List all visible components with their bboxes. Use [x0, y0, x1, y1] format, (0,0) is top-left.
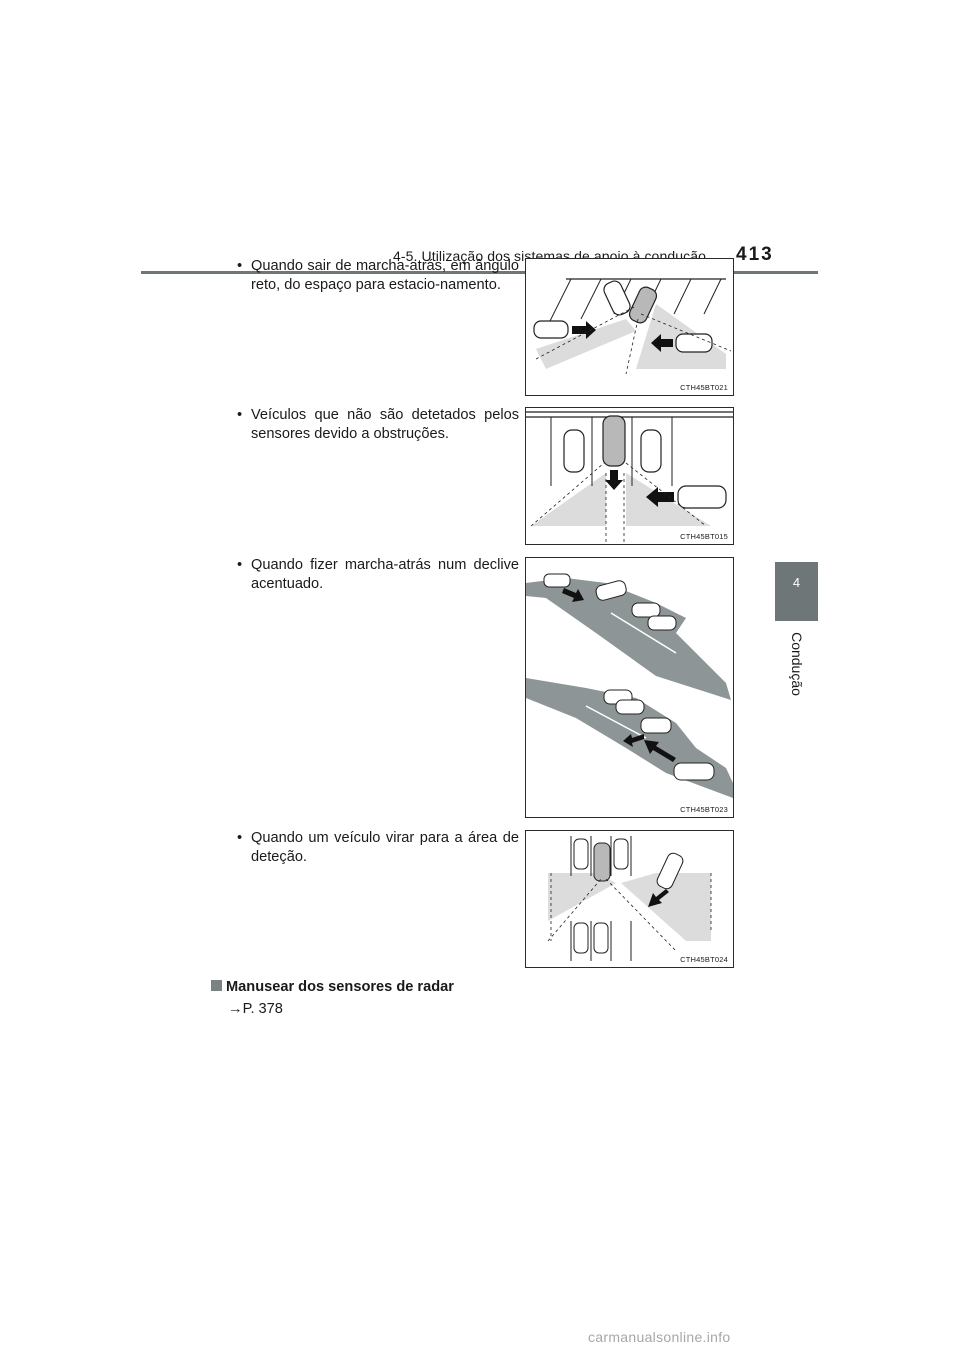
car-turning-icon — [656, 852, 684, 890]
bullet-text: Quando fizer marcha-atrás num declive ac… — [251, 557, 519, 592]
car-icon — [640, 717, 672, 734]
bullet-item: • Quando um veículo virar para a área de … — [237, 829, 519, 867]
car-reversing-icon — [628, 286, 658, 324]
figure-reversing-out-of-parking: CTH45BT021 — [525, 258, 734, 396]
car-parked-icon — [593, 922, 609, 954]
bullet-marker: • — [237, 258, 243, 274]
detection-zone-left — [531, 473, 606, 526]
car-icon — [673, 762, 715, 781]
arrow-icon — [644, 740, 676, 762]
detection-zone-left — [536, 319, 636, 369]
page-reference-link[interactable]: →P. 378 — [228, 1001, 283, 1017]
figure-code: CTH45BT023 — [680, 805, 728, 814]
detection-zone-right — [621, 873, 711, 941]
arrow-icon — [562, 588, 584, 602]
car-icon — [543, 573, 571, 588]
watermark: carmanualsonline.info — [588, 1329, 731, 1345]
header-rule — [141, 271, 818, 274]
parking-diagram — [533, 278, 732, 375]
bullet-text: Quando sair de marcha-atrás, em ângulo r… — [251, 258, 519, 293]
figure-code: CTH45BT024 — [680, 955, 728, 964]
bullet-item: • Quando sair de marcha-atrás, em ângulo … — [237, 257, 519, 295]
obstruction-diagram — [526, 411, 733, 544]
car-parked-icon — [613, 838, 629, 870]
chapter-tab[interactable] — [775, 562, 818, 621]
arrow-left-icon — [646, 487, 674, 507]
car-icon — [615, 699, 645, 715]
car-right-icon — [675, 333, 713, 353]
page-number: 413 — [736, 244, 774, 265]
car-icon — [647, 615, 677, 631]
figure-code: CTH45BT015 — [680, 532, 728, 541]
subsection-title: Manusear dos sensores de radar — [226, 979, 454, 995]
figure-vehicle-turning: CTH45BT024 — [525, 830, 734, 968]
car-icon — [631, 602, 661, 618]
figure-obstructed-sensors: CTH45BT015 — [525, 407, 734, 545]
arrow-left-icon — [651, 334, 673, 352]
arrow-right-icon — [572, 321, 596, 339]
chapter-number: 4 — [792, 575, 801, 590]
bullet-text: Veículos que não são detetados pelos sen… — [251, 407, 519, 442]
figure-steep-slope: CTH45BT023 — [525, 557, 734, 818]
car-reversing-icon — [602, 415, 626, 467]
car-approaching-icon — [677, 485, 727, 509]
upper-road — [526, 578, 731, 700]
figure-code: CTH45BT021 — [680, 383, 728, 392]
bullet-marker: • — [237, 830, 243, 846]
arrow-icon — [648, 889, 669, 907]
bullet-marker: • — [237, 407, 243, 423]
slope-diagram — [526, 573, 733, 798]
car-parked-icon — [640, 429, 662, 473]
detection-zone-left — [548, 873, 616, 921]
arrow-icon — [623, 734, 644, 747]
car-parked-icon — [563, 429, 585, 473]
car-icon — [595, 580, 627, 601]
bullet-item: • Quando fizer marcha-atrás num declive a… — [237, 556, 519, 594]
bullet-marker: • — [237, 557, 243, 573]
car-left-icon — [533, 320, 569, 339]
arrow-down-icon — [605, 470, 623, 490]
square-bullet-icon — [211, 980, 222, 991]
car-parked-icon — [573, 838, 589, 870]
chapter-label: Condução — [789, 632, 805, 696]
bullet-text: Quando um veículo virar para a área de d… — [251, 830, 519, 865]
car-reversing-icon — [593, 842, 611, 882]
turning-diagram — [547, 836, 712, 961]
subsection-heading: Manusear dos sensores de radar — [211, 979, 454, 995]
car-parked-icon — [573, 922, 589, 954]
car-parked-icon — [603, 280, 631, 316]
bullet-item: • Veículos que não são detetados pelos se… — [237, 406, 519, 444]
